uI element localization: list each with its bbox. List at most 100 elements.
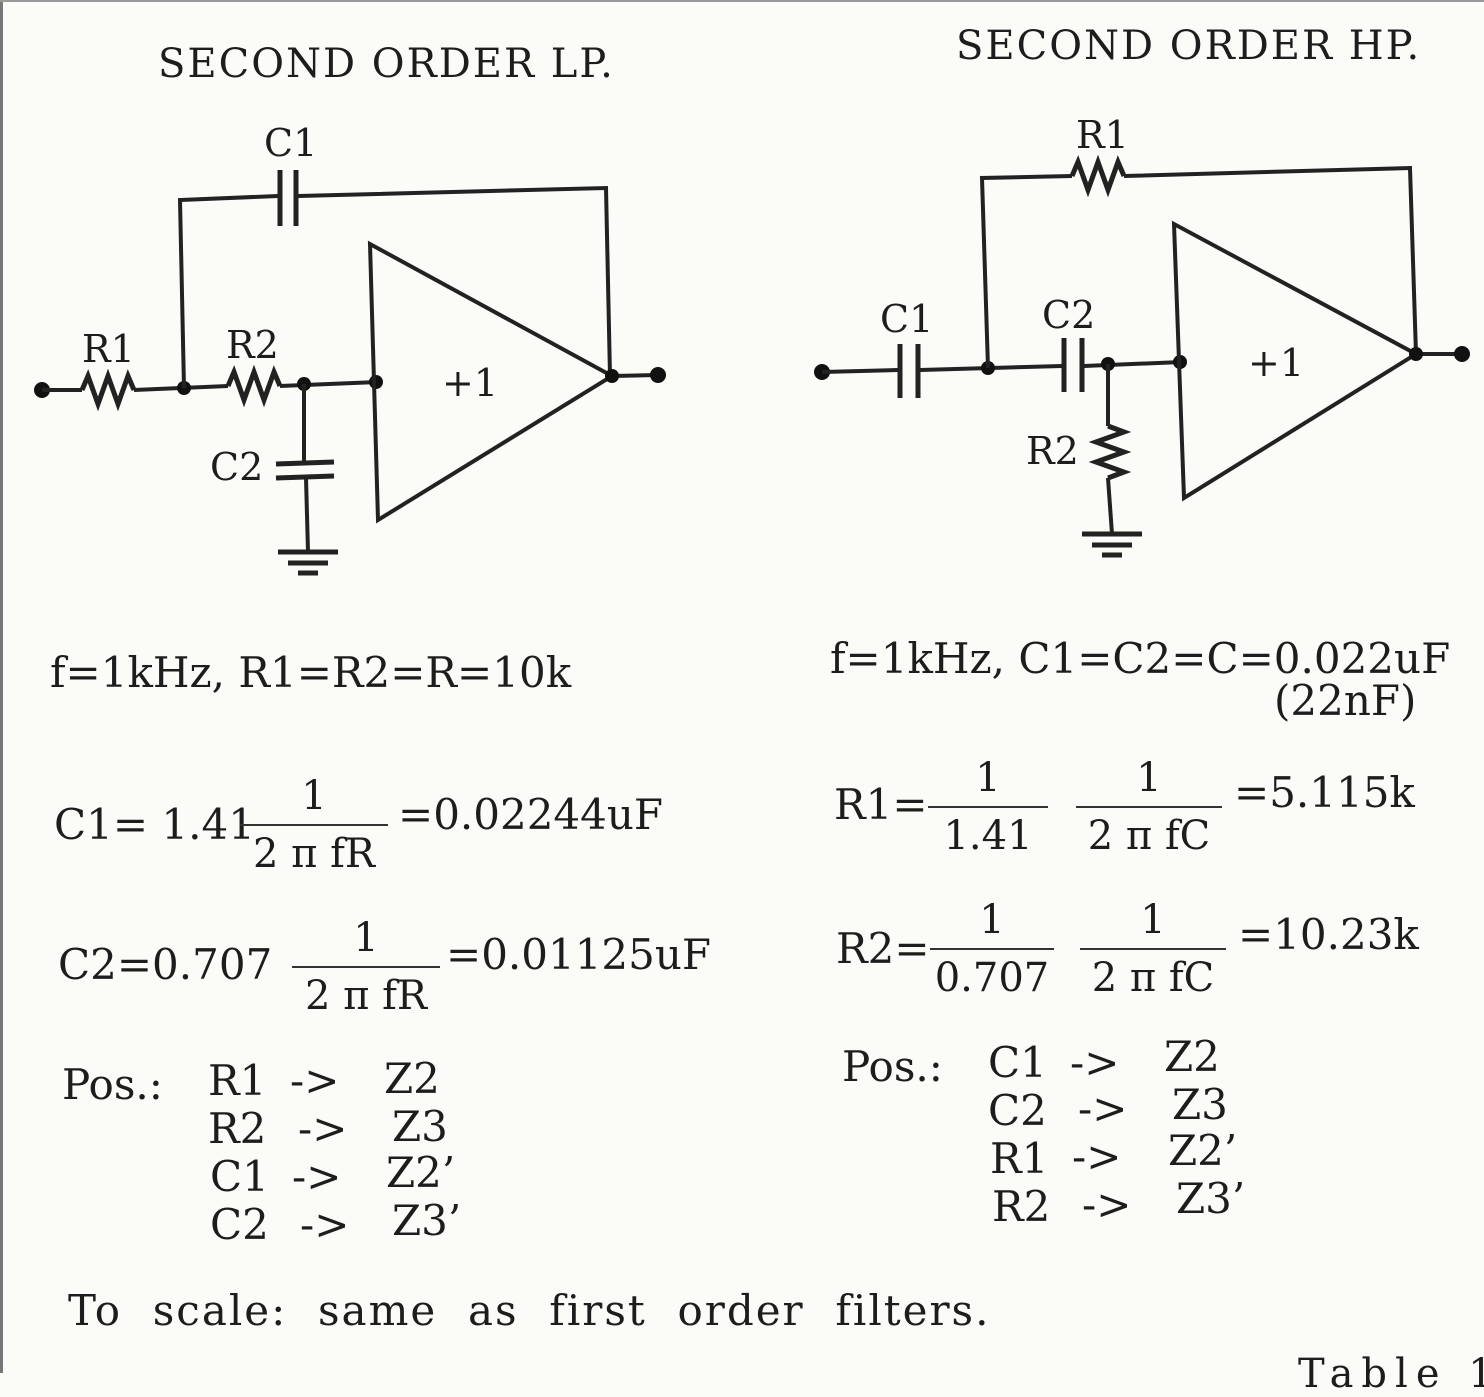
lp-eq1-result: =0.02244uF	[398, 790, 664, 839]
lp-eq2-fraction-bar	[292, 966, 440, 968]
hp-eq1-denominator-a: 1.41	[943, 813, 1033, 859]
lp-pos-row-2-from: R2	[208, 1104, 267, 1153]
hp-eq1-fraction-bar-b	[1076, 806, 1222, 808]
hp-eq1-numerator-b: 1	[1136, 755, 1162, 801]
lp-pos-row-4-to: Z3’	[392, 1196, 462, 1245]
hp-pos-row-4-arrow: ->	[1082, 1180, 1132, 1229]
hp-eq2-lhs: R2=	[836, 924, 930, 973]
hp-pos-row-2-to: Z3	[1172, 1080, 1228, 1129]
lp-pos-row-1-to: Z2	[384, 1054, 440, 1103]
lp-r2-label: R2	[226, 323, 279, 367]
lp-r1-label: R1	[82, 327, 135, 371]
page-top-border	[0, 0, 1484, 2]
lp-eq2-denominator: 2 π fR	[304, 973, 428, 1019]
hp-pos-label: Pos.:	[842, 1042, 943, 1091]
hp-r2-wire-bottom	[1106, 477, 1114, 535]
hp-input-wire	[821, 368, 899, 374]
hp-output-terminal	[1454, 346, 1470, 362]
lp-pos-row-3-from: C1	[210, 1152, 269, 1201]
hp-title: SECOND ORDER HP.	[956, 23, 1422, 69]
hp-pos-row-3-arrow: ->	[1072, 1132, 1122, 1181]
hp-eq1-fraction-b: 1 2 π fC	[1076, 758, 1222, 856]
hp-gain-label: +1	[1248, 341, 1305, 385]
lp-eq1-fraction-bar	[240, 824, 388, 826]
hp-eq2-denominator-a: 0.707	[934, 955, 1050, 1001]
hp-pos-row-2-from: C2	[988, 1086, 1047, 1135]
hp-pos-row-1-arrow: ->	[1070, 1038, 1120, 1087]
page-left-border	[0, 0, 3, 1373]
lp-pos-row-4-arrow: ->	[300, 1200, 350, 1249]
hp-eq1-denominator-b: 2 π fC	[1087, 813, 1211, 859]
hp-feedback-left	[979, 174, 1073, 369]
hp-circuit	[814, 154, 1470, 558]
hp-pos-row-2-arrow: ->	[1078, 1084, 1128, 1133]
lp-eq2-result: =0.01125uF	[446, 930, 712, 979]
hp-eq2-fraction-a: 1 0.707	[930, 900, 1054, 998]
hp-pos-row-4-to: Z3’	[1176, 1174, 1246, 1223]
hp-eq2-numerator-a: 1	[979, 897, 1005, 943]
hp-pos-row-3-from: R1	[990, 1134, 1049, 1183]
lp-gain-label: +1	[442, 361, 499, 405]
lp-given-values: f=1kHz, R1=R2=R=10k	[50, 648, 572, 697]
lp-c2-plate-a	[275, 459, 335, 467]
lp-eq2-fraction: 1 2 π fR	[292, 918, 440, 1016]
hp-r1-resistor	[1069, 154, 1127, 198]
hp-eq2-denominator-b: 2 π fC	[1091, 955, 1215, 1001]
lp-r1-resistor	[79, 368, 137, 412]
table-reference: Table 1	[1298, 1351, 1484, 1397]
lp-pos-row-2-arrow: ->	[298, 1104, 348, 1153]
lp-pos-row-3-to: Z2’	[386, 1148, 456, 1197]
lp-eq2-lhs: C2=0.707	[58, 940, 273, 989]
lp-eq1-denominator: 2 π fR	[252, 831, 376, 877]
hp-node-out	[1409, 347, 1423, 361]
hp-eq1-fraction-bar-a	[928, 806, 1048, 808]
hp-wire-c2-opamp	[1083, 360, 1183, 368]
hp-eq2-fraction-bar-a	[930, 948, 1054, 950]
hp-given-values-nf: (22nF)	[1274, 676, 1417, 725]
hp-pos-row-1-to: Z2	[1164, 1032, 1220, 1081]
hp-given-values: f=1kHz, C1=C2=C=0.022uF	[830, 634, 1451, 683]
lp-opamp-triangle	[367, 240, 616, 524]
hp-r2-label: R2	[1026, 429, 1079, 473]
hp-eq2-numerator-b: 1	[1140, 897, 1166, 943]
lp-pos-row-3-arrow: ->	[292, 1152, 342, 1201]
hp-pos-row-3-to: Z2’	[1168, 1126, 1238, 1175]
hp-r2-resistor	[1088, 423, 1132, 481]
hp-eq2-fraction-b: 1 2 π fC	[1080, 900, 1226, 998]
lp-eq1-numerator: 1	[301, 773, 327, 819]
lp-eq1-lhs: C1= 1.41	[54, 800, 255, 849]
lp-node-out	[605, 369, 619, 383]
hp-feedback-right	[1123, 165, 1418, 355]
lp-r2-resistor	[225, 364, 283, 408]
hp-eq1-lhs: R1=	[834, 780, 928, 829]
lp-circuit	[34, 170, 666, 576]
lp-output-terminal	[650, 367, 666, 383]
lp-wire-r2-opamp	[279, 380, 379, 388]
lp-pos-row-2-to: Z3	[392, 1102, 448, 1151]
lp-pos-row-1-from: R1	[208, 1056, 267, 1105]
lp-pos-row-1-arrow: ->	[290, 1056, 340, 1105]
lp-title: SECOND ORDER LP.	[158, 41, 615, 87]
hp-pos-row-4-from: R2	[992, 1182, 1051, 1231]
hp-pos-row-1-from: C1	[988, 1038, 1047, 1087]
hp-c1-label: C1	[880, 297, 934, 341]
hp-eq1-fraction-a: 1 1.41	[928, 758, 1048, 856]
lp-feedback-right	[297, 185, 612, 377]
lp-c2-wire-bottom	[304, 477, 310, 553]
hp-eq1-numerator-a: 1	[975, 755, 1001, 801]
lp-c1-label: C1	[264, 121, 318, 165]
hp-eq2-fraction-bar-b	[1080, 948, 1226, 950]
hp-r1-label: R1	[1076, 113, 1129, 157]
hp-eq2-result: =10.23k	[1238, 910, 1419, 959]
lp-c2-plate-b	[275, 473, 335, 481]
lp-pos-row-4-from: C2	[210, 1200, 269, 1249]
lp-feedback-left	[177, 194, 279, 389]
hp-eq1-result: =5.115k	[1234, 768, 1415, 817]
lp-eq1-fraction: 1 2 π fR	[240, 776, 388, 874]
lp-pos-label: Pos.:	[62, 1060, 163, 1109]
hp-c2-label: C2	[1042, 293, 1096, 337]
lp-eq2-numerator: 1	[353, 915, 379, 961]
lp-c2-label: C2	[210, 445, 264, 489]
hp-opamp-triangle	[1171, 220, 1420, 502]
